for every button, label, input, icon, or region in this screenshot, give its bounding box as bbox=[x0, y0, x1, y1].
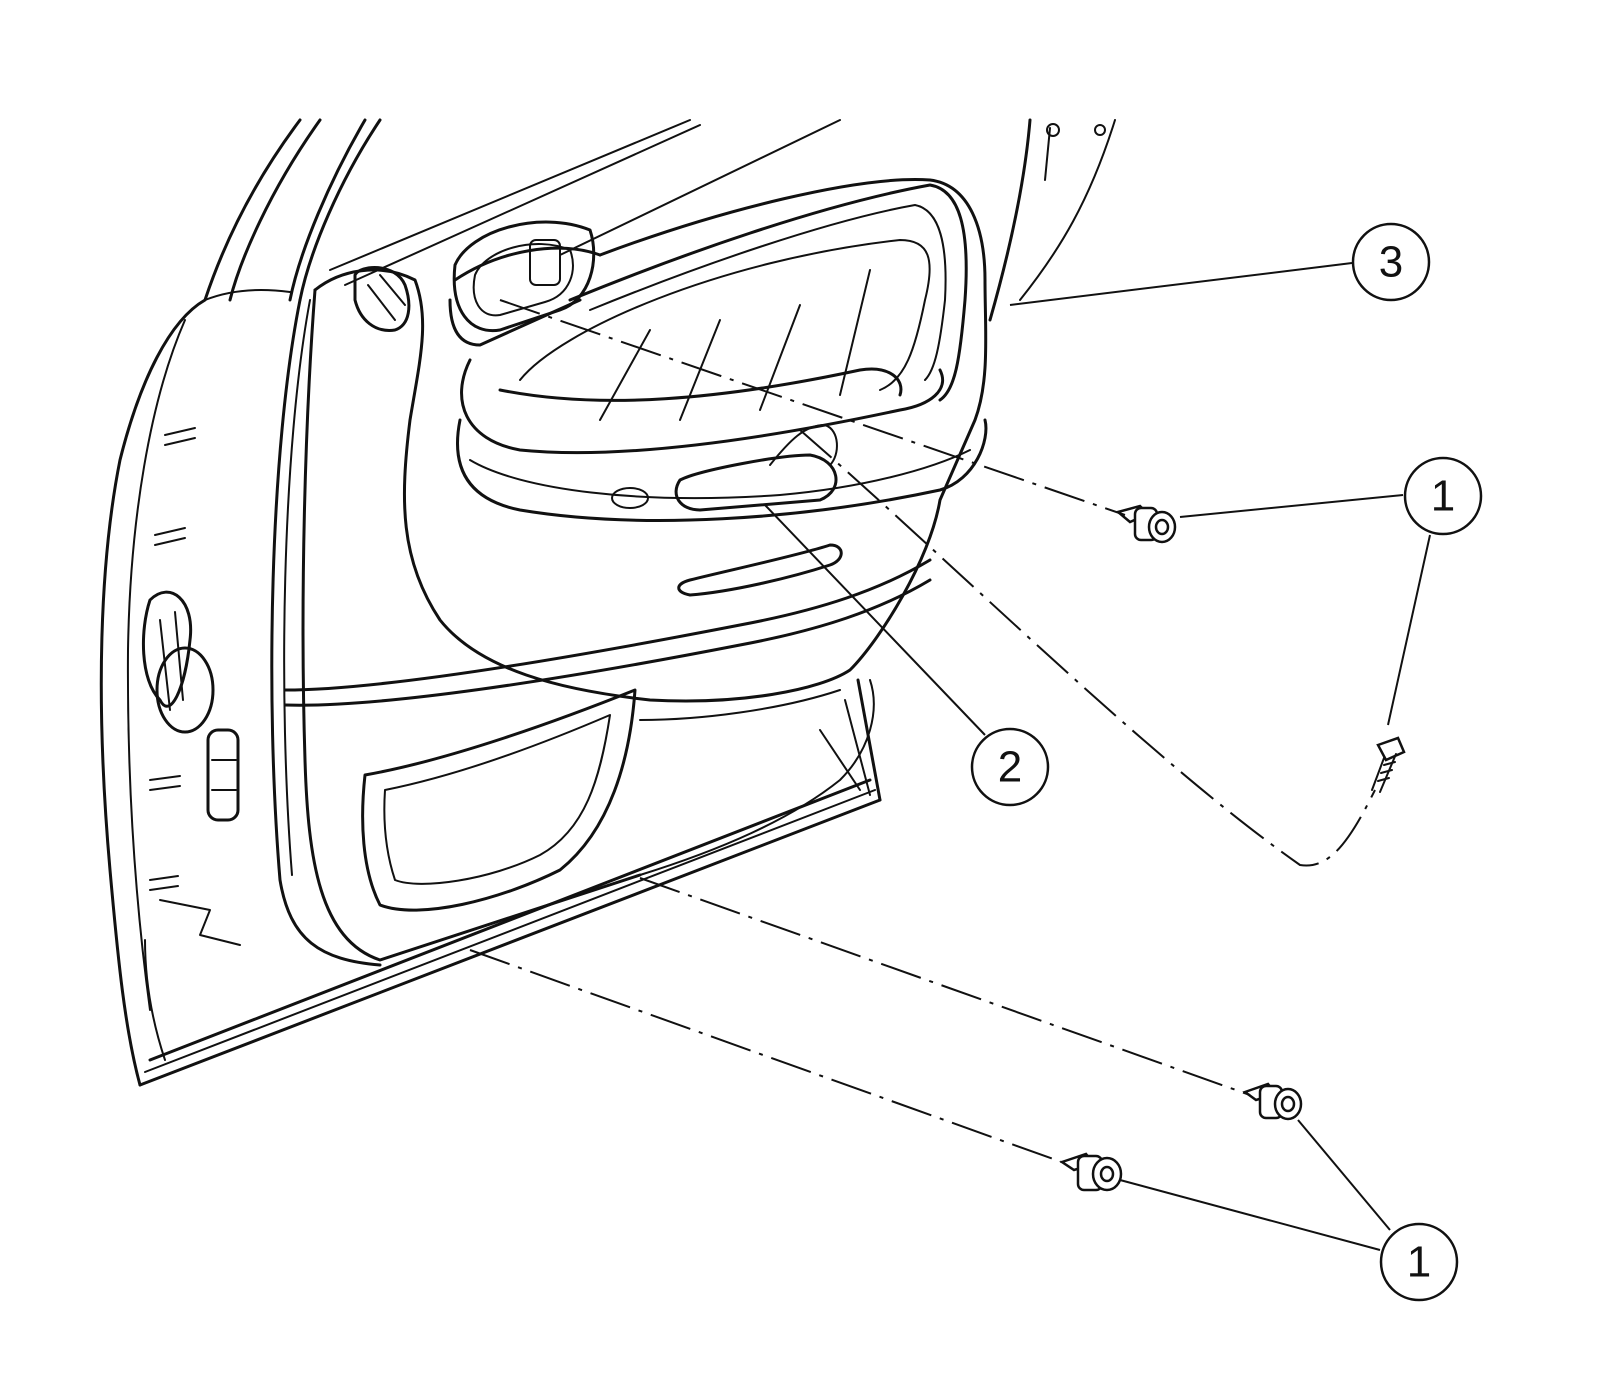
callout-2-label: 2 bbox=[998, 743, 1022, 792]
clip-upper bbox=[1115, 504, 1177, 544]
callout-1-lower-label: 1 bbox=[1407, 1238, 1431, 1287]
centerline-screw bbox=[799, 429, 1376, 867]
clip-lower-left bbox=[1059, 1152, 1123, 1192]
centerline-lower-right-clip bbox=[639, 877, 1251, 1096]
centerline-upper-clip bbox=[499, 299, 1126, 516]
callout-1-upper-label: 1 bbox=[1431, 472, 1455, 521]
callout-3: 3 bbox=[1351, 222, 1431, 302]
installation-lines bbox=[469, 299, 1376, 1166]
callout-1-lower: 1 bbox=[1379, 1222, 1459, 1302]
door-shell bbox=[99, 118, 1116, 1087]
centerline-lower-left-clip bbox=[469, 949, 1071, 1166]
callout-2: 2 bbox=[970, 727, 1050, 807]
callout-1-upper: 1 bbox=[1403, 456, 1483, 536]
screw bbox=[1371, 736, 1406, 793]
leader-lines bbox=[764, 262, 1431, 1251]
clip-lower-right bbox=[1242, 1082, 1303, 1121]
callout-3-label: 3 bbox=[1379, 238, 1403, 287]
trim-panel bbox=[283, 178, 988, 962]
